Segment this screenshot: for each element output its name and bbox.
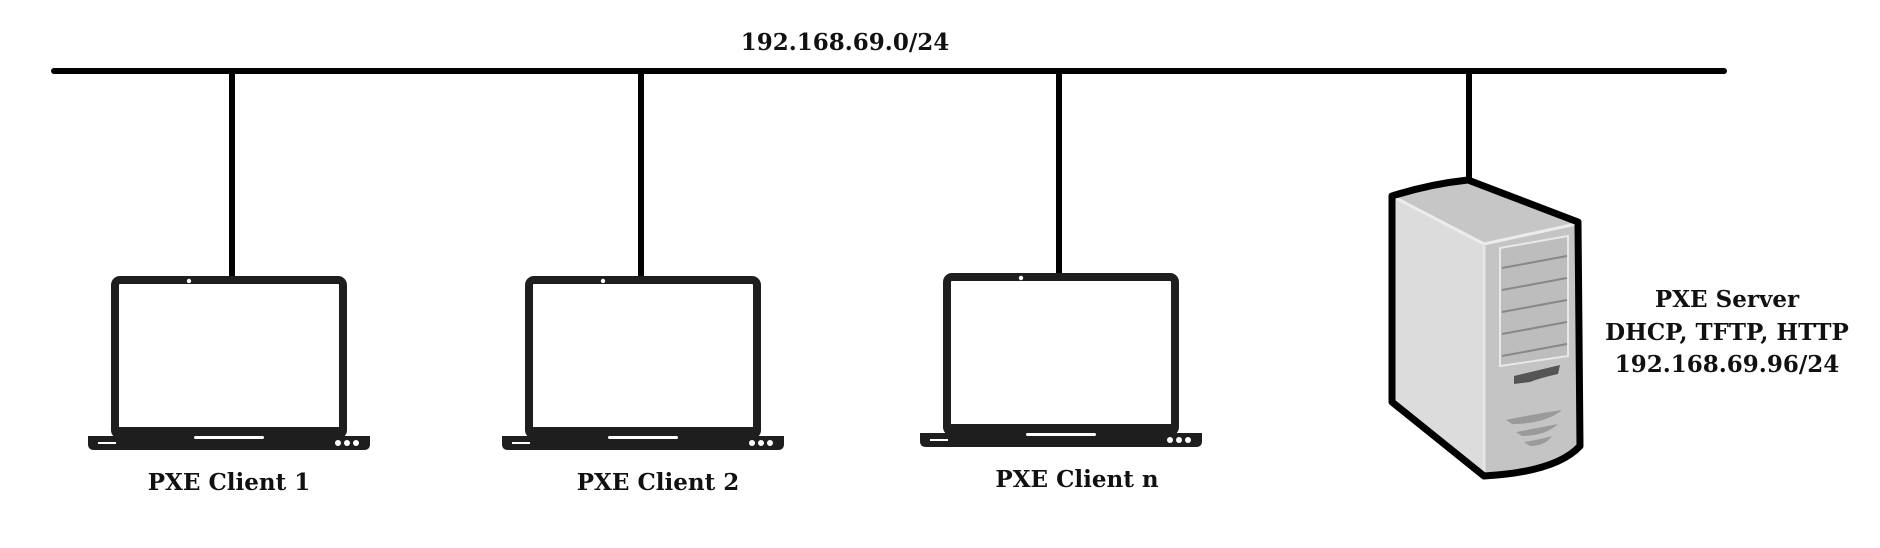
subnet-label: 192.168.69.0/24 (741, 29, 949, 56)
server-services-label: DHCP, TFTP, HTTP (1605, 319, 1849, 346)
client-2-label: PXE Client 2 (577, 469, 739, 496)
client-n-label: PXE Client n (995, 466, 1158, 493)
server-ip-label: 192.168.69.96/24 (1615, 351, 1839, 378)
client-1-label: PXE Client 1 (148, 469, 310, 496)
laptop-icon (920, 273, 1202, 447)
laptop-icon (88, 276, 370, 450)
tower-server-icon (1388, 176, 1584, 480)
laptop-icon (502, 276, 784, 450)
server-name-label: PXE Server (1655, 286, 1800, 313)
